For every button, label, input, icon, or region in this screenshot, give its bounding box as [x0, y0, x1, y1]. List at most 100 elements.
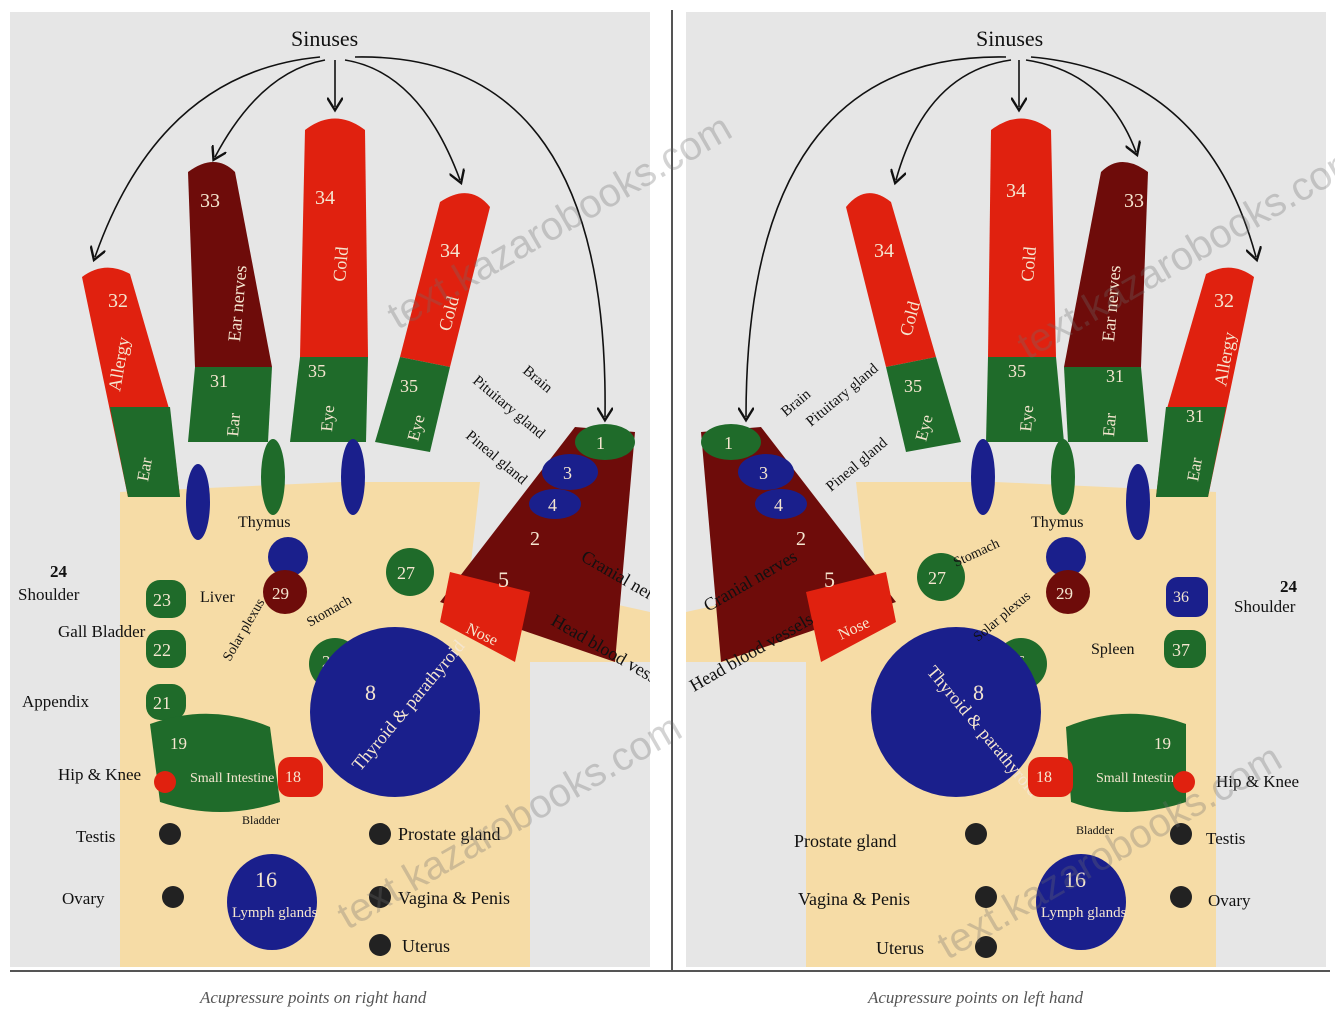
bladder-label: Bladder [242, 813, 280, 827]
thumb-5: 5 [498, 567, 509, 592]
point-ovary [162, 886, 184, 908]
point-20 [154, 771, 176, 793]
thumb-1: 1 [724, 433, 733, 453]
uterus-label: Uterus [876, 938, 924, 958]
thymus-label: Thymus [1031, 514, 1083, 531]
ring-ear-label: Ear [223, 412, 244, 437]
finger-pinky: 32 Allergy 31 Ear [1156, 268, 1254, 497]
spleen-label: Spleen [1091, 641, 1135, 658]
thumb-1: 1 [596, 433, 605, 453]
point-18-label: 18 [1036, 769, 1052, 786]
pituitary-label: Pituitary gland [803, 360, 882, 430]
middle-35: 35 [1008, 361, 1026, 381]
point-29-label: 29 [1056, 584, 1073, 603]
middle-label: Cold [329, 246, 352, 283]
point-21-label: 21 [153, 693, 171, 713]
finger-index: 34 Cold 35 Eye [846, 193, 961, 452]
point-19-label: 19 [170, 734, 187, 753]
point-23-label: 23 [153, 590, 171, 610]
pinky-number: 32 [1214, 290, 1234, 312]
appendix-label: Appendix [22, 692, 90, 711]
point-36-label: 36 [1173, 589, 1189, 606]
point-27-label: 27 [928, 568, 946, 588]
finger-ring: 33 Ear nerves 31 Ear [188, 162, 272, 442]
ovary-label: Ovary [62, 889, 105, 908]
thumb-4: 4 [774, 495, 783, 515]
sinuses-label: Sinuses [291, 26, 358, 51]
point-prostate [369, 823, 391, 845]
point-testis [159, 823, 181, 845]
lymph-number: 16 [255, 867, 277, 892]
svg-text:32: 32 [108, 290, 128, 312]
prostate-label: Prostate gland [794, 831, 896, 851]
lymph-label: Lymph glands [232, 905, 318, 921]
shoulder-number: 24 [50, 562, 68, 581]
finger-pinky: 32 Allergy Ear [82, 268, 180, 497]
liver-label: Liver [200, 589, 235, 606]
point-27-label: 27 [397, 563, 415, 583]
middle-35: 35 [308, 361, 326, 381]
small-intestine [150, 714, 280, 812]
right-hand-panel: 32 Allergy Ear 33 Ear nerves 31 Ear 34 C… [10, 12, 650, 967]
left-hand-diagram: 32 Allergy 31 Ear 33 Ear nerves 31 Ear 3… [686, 12, 1326, 967]
thumb-3: 3 [759, 463, 768, 483]
ring-ear-label: Ear [1099, 412, 1120, 437]
point-29-label: 29 [272, 584, 289, 603]
point-22-label: 22 [153, 640, 171, 660]
caption-left: Acupressure points on left hand [868, 988, 1083, 1008]
shoulder-label: Shoulder [18, 585, 80, 604]
left-hand-panel: 32 Allergy 31 Ear 33 Ear nerves 31 Ear 3… [686, 12, 1326, 967]
point-prostate [965, 823, 987, 845]
vagina-label: Vagina & Penis [798, 889, 910, 909]
point-19-label: 19 [1154, 734, 1171, 753]
hip-label: Hip & Knee [58, 765, 141, 784]
middle-number: 34 [1006, 180, 1026, 202]
small-intestine-label: Small Intestine [1096, 771, 1180, 786]
point-28 [261, 439, 285, 515]
uterus-label: Uterus [402, 936, 450, 956]
middle-number: 34 [315, 187, 335, 209]
small-intestine-label: Small Intestine [190, 771, 274, 786]
ring-31: 31 [210, 371, 228, 391]
point-ovary [1170, 886, 1192, 908]
bottom-rule [10, 970, 1330, 972]
shoulder-label: Shoulder [1234, 597, 1296, 616]
point-28 [1051, 439, 1075, 515]
shoulder-number: 24 [1280, 577, 1298, 596]
point-29-blue [341, 439, 365, 515]
thyroid-number: 8 [973, 680, 984, 705]
finger-middle: 34 Cold 35 Eye [290, 119, 368, 443]
index-number: 34 [874, 240, 894, 262]
middle-label: Cold [1017, 246, 1040, 283]
sinuses-label: Sinuses [976, 26, 1043, 51]
thumb-3: 3 [563, 463, 572, 483]
index-35: 35 [904, 376, 922, 396]
ovary-label: Ovary [1208, 891, 1251, 910]
brain-label: Brain [519, 363, 555, 397]
thumb-2: 2 [796, 528, 806, 550]
thyroid-number: 8 [365, 680, 376, 705]
point-29-blue [971, 439, 995, 515]
point-uterus [369, 934, 391, 956]
index-35: 35 [400, 376, 418, 396]
ring-31: 31 [1106, 366, 1124, 386]
pinky-31: 31 [1186, 406, 1204, 426]
finger-middle: 34 Cold 35 Eye [986, 119, 1064, 443]
point-18-label: 18 [285, 769, 301, 786]
pineal-label: Pineal gland [462, 428, 530, 489]
caption-right: Acupressure points on right hand [200, 988, 426, 1008]
thumb-5: 5 [824, 567, 835, 592]
point-25 [1126, 464, 1150, 540]
thymus-label: Thymus [238, 514, 290, 531]
middle-eye-label: Eye [317, 404, 338, 432]
gall-label: Gall Bladder [58, 622, 146, 641]
ring-number: 33 [200, 190, 220, 212]
thumb-2: 2 [530, 528, 540, 550]
right-hand-diagram: 32 Allergy Ear 33 Ear nerves 31 Ear 34 C… [10, 12, 650, 967]
ring-number: 33 [1124, 190, 1144, 212]
middle-eye-label: Eye [1016, 404, 1037, 432]
testis-label: Testis [76, 827, 115, 846]
testis-label: Testis [1206, 829, 1245, 848]
point-25 [186, 464, 210, 540]
thumb-4: 4 [548, 495, 557, 515]
